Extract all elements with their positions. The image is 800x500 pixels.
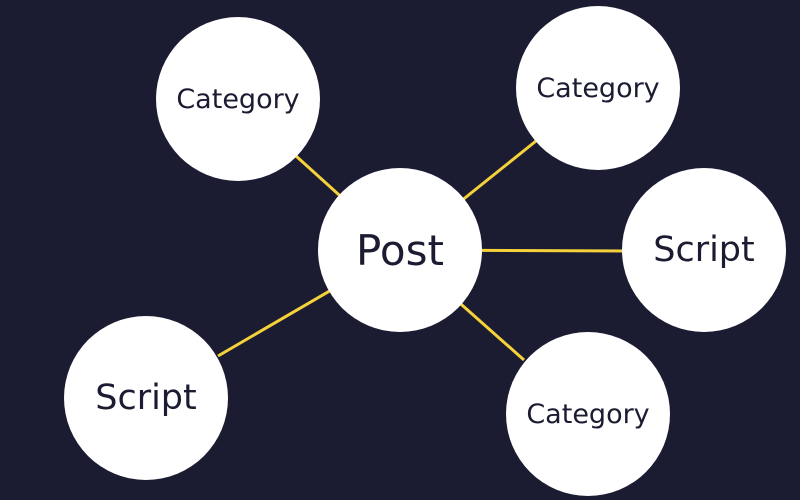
node-post[interactable]: Post bbox=[318, 168, 482, 332]
node-post-label: Post bbox=[356, 225, 444, 275]
node-script-bottom-left-label: Script bbox=[95, 378, 197, 418]
node-script-right-label: Script bbox=[653, 230, 755, 270]
node-category-top-right-label: Category bbox=[536, 72, 660, 104]
node-category-top-right[interactable]: Category bbox=[516, 6, 680, 170]
node-category-top-left[interactable]: Category bbox=[156, 17, 320, 181]
node-category-top-left-label: Category bbox=[176, 83, 300, 115]
node-category-bottom-right-label: Category bbox=[526, 398, 650, 430]
node-category-bottom-right[interactable]: Category bbox=[506, 332, 670, 496]
node-script-right[interactable]: Script bbox=[622, 168, 786, 332]
node-script-bottom-left[interactable]: Script bbox=[64, 316, 228, 480]
